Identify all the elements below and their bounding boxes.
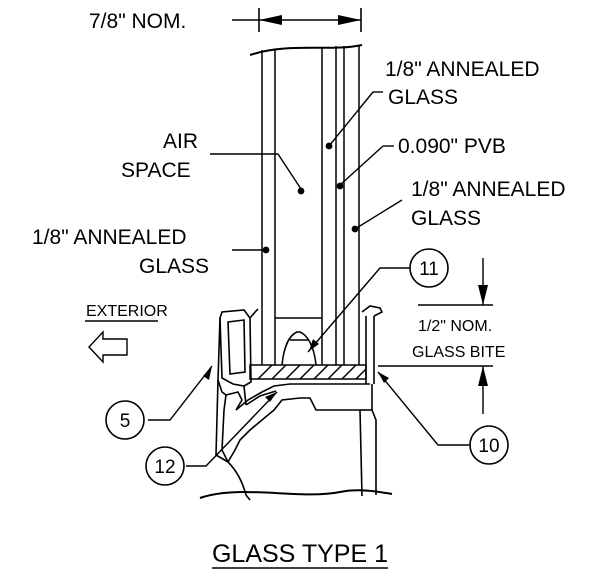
- spacer: [275, 317, 322, 366]
- callout-5-number: 5: [120, 411, 131, 432]
- glass-outer-label-line2: GLASS: [388, 86, 458, 109]
- pvb-label: 0.090" PVB: [398, 135, 506, 158]
- air-space-label-line1: AIR: [163, 130, 198, 153]
- callout-12-number: 12: [154, 457, 175, 478]
- callout-10-number: 10: [478, 436, 499, 457]
- glass-bite-label-line2: GLASS BITE: [412, 344, 505, 361]
- nominal-width-dimension: [232, 8, 362, 32]
- nominal-width-label: 7/8" NOM.: [89, 10, 186, 33]
- callout-11: 11: [409, 248, 449, 288]
- drawing-title: GLASS TYPE 1: [212, 540, 388, 568]
- callout-10: 10: [469, 425, 509, 465]
- leaders: [85, 91, 493, 467]
- setting-block: [249, 364, 367, 380]
- glass-panes: [249, 44, 363, 365]
- leader-arrowheads: [203, 142, 488, 402]
- glass-left-label-line2: GLASS: [139, 255, 209, 278]
- callout-11-number: 11: [419, 259, 439, 280]
- glass-bite-label-line1: 1/2" NOM.: [418, 318, 492, 335]
- glass-left-label-line1: 1/8" ANNEALED: [32, 226, 187, 249]
- air-space-label-line2: SPACE: [121, 159, 191, 182]
- glass-inner-label-line2: GLASS: [411, 207, 481, 230]
- exterior-label: EXTERIOR: [86, 303, 168, 320]
- frame-extrusion: [199, 305, 393, 501]
- callout-12: 12: [145, 446, 185, 486]
- callout-5: 5: [105, 400, 145, 440]
- glass-outer-label-line1: 1/8" ANNEALED: [385, 58, 540, 81]
- glass-inner-label-line1: 1/8" ANNEALED: [411, 178, 566, 201]
